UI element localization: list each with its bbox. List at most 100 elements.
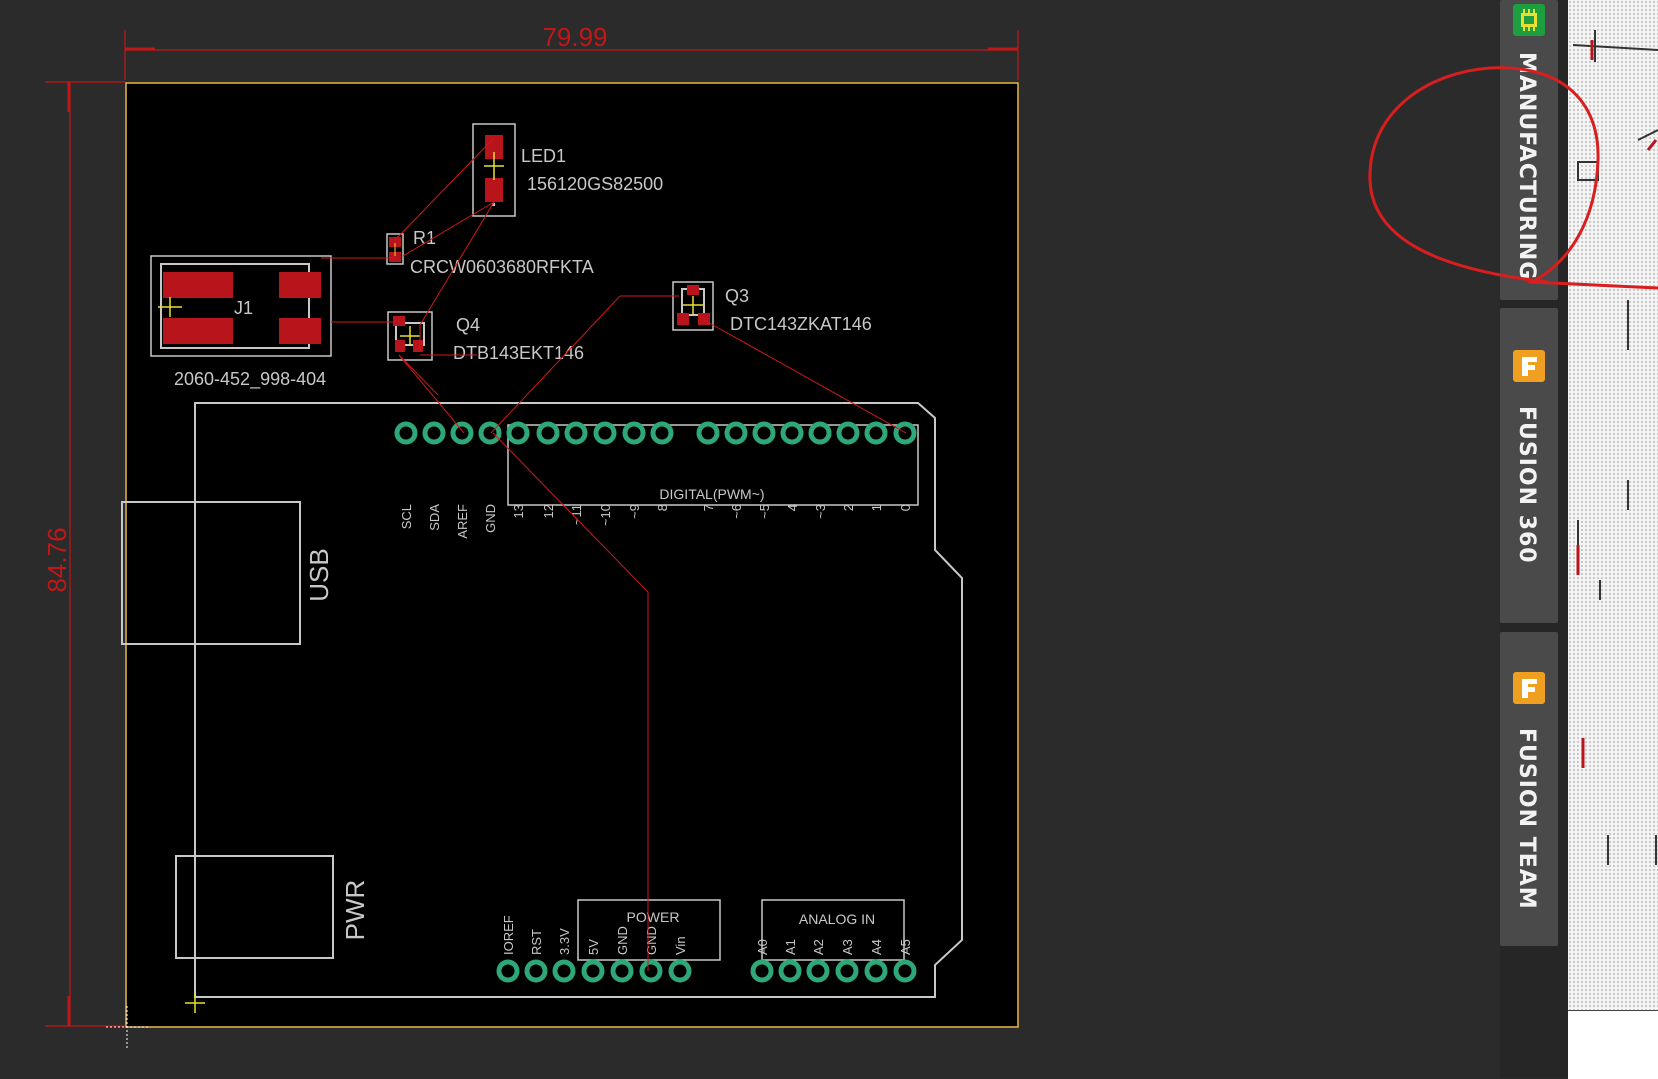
analog-header-outline (761, 899, 905, 961)
pin-label: ~10 (598, 504, 613, 526)
pwr-label: PWR (340, 880, 370, 941)
tab-fusion-360-label: FUSION 360 (1514, 406, 1539, 564)
pin-label: AREF (455, 504, 470, 539)
tab-manufacturing[interactable]: MANUFACTURING (1500, 0, 1558, 300)
header-pin[interactable] (864, 959, 888, 983)
pin-label: 5V (586, 939, 601, 955)
pin-label: 3.3V (557, 928, 572, 955)
pin-label: 4 (785, 504, 800, 511)
pin-label: IOREF (501, 915, 516, 955)
led1-value: 156120GS82500 (527, 174, 663, 194)
usb-connector-outline (121, 501, 301, 645)
header-pin[interactable] (780, 421, 804, 445)
pin-label: 12 (541, 504, 556, 518)
component-j1[interactable] (150, 255, 332, 357)
pin-label: 8 (655, 504, 670, 511)
pin-label: RST (529, 929, 544, 955)
component-led1[interactable] (472, 123, 516, 217)
j1-value: 2060-452_998-404 (174, 369, 326, 390)
pwr-connector-outline (175, 855, 334, 959)
q4-name: Q4 (456, 315, 480, 335)
r1-name: R1 (413, 228, 436, 248)
fusion-icon (1513, 672, 1545, 704)
header-pin[interactable] (835, 959, 859, 983)
pin-label: ~9 (627, 504, 642, 519)
component-r1[interactable] (386, 233, 404, 265)
pcb-board[interactable] (125, 82, 1019, 1028)
pin-label: 13 (511, 504, 526, 518)
pin-label: A2 (811, 939, 826, 955)
header-pin[interactable] (478, 421, 502, 445)
analog-label: ANALOG IN (799, 911, 875, 927)
header-pin[interactable] (394, 421, 418, 445)
pin-label: 1 (869, 504, 884, 511)
pin-label: ~5 (757, 504, 772, 519)
header-pin[interactable] (836, 421, 860, 445)
header-pin[interactable] (750, 959, 774, 983)
pin-label: A4 (869, 939, 884, 955)
header-pin[interactable] (581, 959, 605, 983)
pin-label: A3 (840, 939, 855, 955)
dimension-height (45, 81, 125, 1027)
pin-label: ~6 (729, 504, 744, 519)
r1-value: CRCW0603680RFKTA (410, 257, 594, 277)
header-pin[interactable] (552, 959, 576, 983)
header-pin[interactable] (778, 959, 802, 983)
tab-manufacturing-label: MANUFACTURING (1514, 52, 1539, 281)
header-pin[interactable] (668, 959, 692, 983)
header-pin[interactable] (564, 421, 588, 445)
header-pin[interactable] (422, 421, 446, 445)
header-pin[interactable] (806, 959, 830, 983)
dimension-height-label: 84.76 (42, 527, 72, 592)
header-pin[interactable] (450, 421, 474, 445)
tab-fusion-team-label: FUSION TEAM (1514, 728, 1539, 910)
header-pin[interactable] (864, 421, 888, 445)
header-pin[interactable] (593, 421, 617, 445)
j1-name: J1 (234, 298, 253, 318)
pin-label: ~11 (569, 504, 584, 525)
header-pin[interactable] (724, 421, 748, 445)
pin-label: ~3 (813, 504, 828, 519)
tab-fusion-360[interactable]: FUSION 360 (1500, 308, 1558, 623)
q4-value: DTB143EKT146 (453, 343, 584, 363)
pin-label: GND (615, 926, 630, 955)
header-pin[interactable] (524, 959, 548, 983)
pin-label: GND (483, 504, 498, 533)
header-pin[interactable] (622, 421, 646, 445)
q3-value: DTC143ZKAT146 (730, 314, 872, 334)
header-pin[interactable] (752, 421, 776, 445)
pin-label: A5 (898, 939, 913, 955)
power-label: POWER (627, 909, 680, 925)
header-pin[interactable] (639, 959, 663, 983)
pin-label: SDA (427, 504, 442, 531)
cursor-crosshair-icon (106, 1006, 148, 1048)
header-pin[interactable] (536, 421, 560, 445)
tab-fusion-team[interactable]: FUSION TEAM (1500, 632, 1558, 946)
header-pin[interactable] (893, 959, 917, 983)
fusion-icon (1513, 350, 1545, 382)
pin-label: 2 (841, 504, 856, 511)
pin-label: 7 (701, 504, 716, 511)
origin-marker (185, 993, 205, 1013)
pin-label: GND (644, 926, 659, 955)
shield-outline (194, 402, 963, 998)
header-pin[interactable] (696, 421, 720, 445)
pin-label: A1 (783, 939, 798, 955)
secondary-view-footer (1568, 1010, 1658, 1079)
header-pin[interactable] (610, 959, 634, 983)
header-pin[interactable] (506, 421, 530, 445)
header-pin[interactable] (893, 421, 917, 445)
led1-name: LED1 (521, 146, 566, 166)
pin-label: 0 (898, 504, 913, 511)
component-q3[interactable] (672, 281, 714, 331)
component-q4[interactable] (387, 311, 433, 361)
q3-name: Q3 (725, 286, 749, 306)
dimension-width-label: 79.99 (542, 22, 607, 52)
header-pin[interactable] (808, 421, 832, 445)
header-pin[interactable] (496, 959, 520, 983)
header-pin[interactable] (650, 421, 674, 445)
secondary-view-strip (1568, 0, 1658, 1078)
